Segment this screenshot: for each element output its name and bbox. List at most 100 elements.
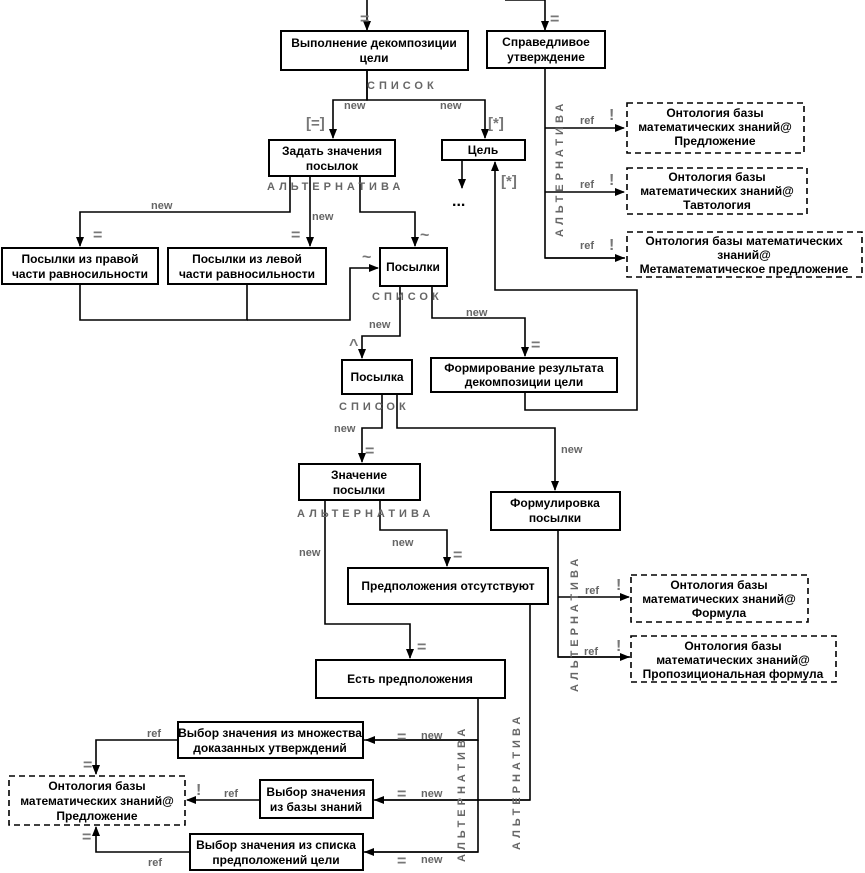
ref-label: ref xyxy=(148,857,162,869)
node-ont-tautology: Онтология базы математических знаний@ Та… xyxy=(626,167,808,215)
node-set-premises: Задать значения посылок xyxy=(268,139,396,177)
connector xyxy=(76,176,291,247)
ref-label: ref xyxy=(585,585,599,597)
eq-marker: = xyxy=(417,639,426,656)
list-label: СПИСОК xyxy=(367,80,438,92)
list-label: СПИСОК xyxy=(339,401,410,413)
node-line: Пропозициональная формула xyxy=(643,667,824,681)
node-premise-value: Значение посылки xyxy=(298,463,421,501)
excl-marker: ! xyxy=(616,638,621,655)
node-line: Предложение xyxy=(56,809,138,823)
excl-marker: ! xyxy=(196,782,201,799)
ref-labels: ref ref ref ref ref ref ref ref xyxy=(147,115,599,869)
list-label: СПИСОК xyxy=(372,291,443,303)
node-line: Цель xyxy=(468,143,499,157)
eq-marker: = xyxy=(397,729,406,746)
bracket-star-marker: [*] xyxy=(488,115,504,132)
node-line: Посылки xyxy=(386,260,440,274)
excl-marker: ! xyxy=(616,577,621,594)
ref-label: ref xyxy=(584,646,598,658)
new-label: new xyxy=(421,788,443,800)
node-premise-wording: Формулировка посылки xyxy=(490,491,621,531)
connector xyxy=(379,500,451,567)
connector xyxy=(491,161,638,411)
alternative-label: АЛЬТЕРНАТИВА xyxy=(267,181,404,193)
node-line: предположений цели xyxy=(212,853,339,867)
node-valid-statement: Справедливое утверждение xyxy=(486,30,606,69)
ref-label: ref xyxy=(580,240,594,252)
eq-marker: = xyxy=(453,547,462,564)
eq-marker: = xyxy=(93,227,102,244)
node-line: Онтология базы xyxy=(670,578,767,592)
node-line: Есть предположения xyxy=(347,672,473,686)
new-label: new xyxy=(466,307,488,319)
ellipsis-label: ... xyxy=(452,193,465,210)
node-decomposition: Выполнение декомпозиции цели xyxy=(280,30,469,71)
eq-marker: = xyxy=(83,757,92,774)
connectors xyxy=(76,0,638,856)
eq-marker: = xyxy=(397,786,406,803)
node-line: математических знаний@ xyxy=(642,592,796,606)
node-line: Выбор значения из множества xyxy=(178,726,362,740)
node-ont-prop-formula: Онтология базы математических знаний@ Пр… xyxy=(630,635,837,683)
node-line: математических знаний@ xyxy=(20,794,174,808)
new-label: new xyxy=(334,423,356,435)
new-label: new xyxy=(312,211,334,223)
node-line: Задать значения xyxy=(282,144,382,158)
node-line: Формирование результата xyxy=(444,361,604,375)
eq-marker: = xyxy=(365,443,374,460)
node-line: Онтология базы xyxy=(666,106,763,120)
new-label: new xyxy=(421,854,443,866)
node-line: из базы знаний xyxy=(270,800,362,814)
connector xyxy=(247,264,379,321)
new-labels: new new new new new new new new new new … xyxy=(151,100,583,866)
node-line: Формулировка xyxy=(510,496,600,510)
connector xyxy=(363,604,531,801)
new-label: new xyxy=(392,537,414,549)
node-line: Посылки из правой xyxy=(22,252,139,266)
node-line: Справедливое xyxy=(502,35,590,49)
alternative-label: АЛЬТЕРНАТИВА xyxy=(511,713,523,850)
node-from-proven: Выбор значения из множества доказанных у… xyxy=(177,721,364,759)
new-label: new xyxy=(151,200,173,212)
node-line: Посылка xyxy=(350,370,403,384)
node-line: декомпозиции цели xyxy=(465,375,583,389)
node-line: Значение xyxy=(331,468,387,482)
node-from-kb: Выбор значения из базы знаний xyxy=(259,779,374,819)
alternative-label: АЛЬТЕРНАТИВА xyxy=(297,508,434,520)
node-line: Онтология базы математических xyxy=(645,234,843,248)
node-line: математических знаний@ xyxy=(640,184,794,198)
tilde-marker: ~ xyxy=(420,227,429,244)
node-line: утверждение xyxy=(507,50,585,64)
eq-marker: = xyxy=(531,337,540,354)
node-goal: Цель xyxy=(441,139,526,161)
tilde-marker: ~ xyxy=(362,249,371,266)
new-label: new xyxy=(440,100,462,112)
node-no-assumptions: Предположения отсутствуют xyxy=(347,567,549,605)
connector xyxy=(324,500,414,659)
node-line: Формула xyxy=(692,606,747,620)
node-line: доказанных утверждений xyxy=(193,741,347,755)
node-line: посылок xyxy=(306,159,359,173)
new-label: new xyxy=(421,730,443,742)
excl-marker: ! xyxy=(609,237,614,254)
ref-label: ref xyxy=(147,728,161,740)
caret-marker: ^ xyxy=(349,337,358,354)
node-premises-left: Посылки из левой части равносильности xyxy=(167,247,327,285)
connector xyxy=(505,0,549,31)
node-line: Выполнение декомпозиции xyxy=(291,36,456,50)
node-ont-formula: Онтология базы математических знаний@ Фо… xyxy=(630,574,809,623)
ref-label: ref xyxy=(580,179,594,191)
eq-marker: = xyxy=(291,227,300,244)
node-ont-sentence-bottom: Онтология базы математических знаний@ Пр… xyxy=(8,775,186,826)
connector xyxy=(431,286,529,357)
node-line: Онтология базы xyxy=(668,170,765,184)
node-premises: Посылки xyxy=(379,247,448,287)
node-ont-metamath: Онтология базы математических знаний@ Ме… xyxy=(626,231,863,278)
node-line: математических знаний@ xyxy=(656,653,810,667)
new-label: new xyxy=(299,547,321,559)
new-label: new xyxy=(561,444,583,456)
node-line: Выбор значения xyxy=(266,785,365,799)
node-line: Тавтология xyxy=(683,198,751,212)
